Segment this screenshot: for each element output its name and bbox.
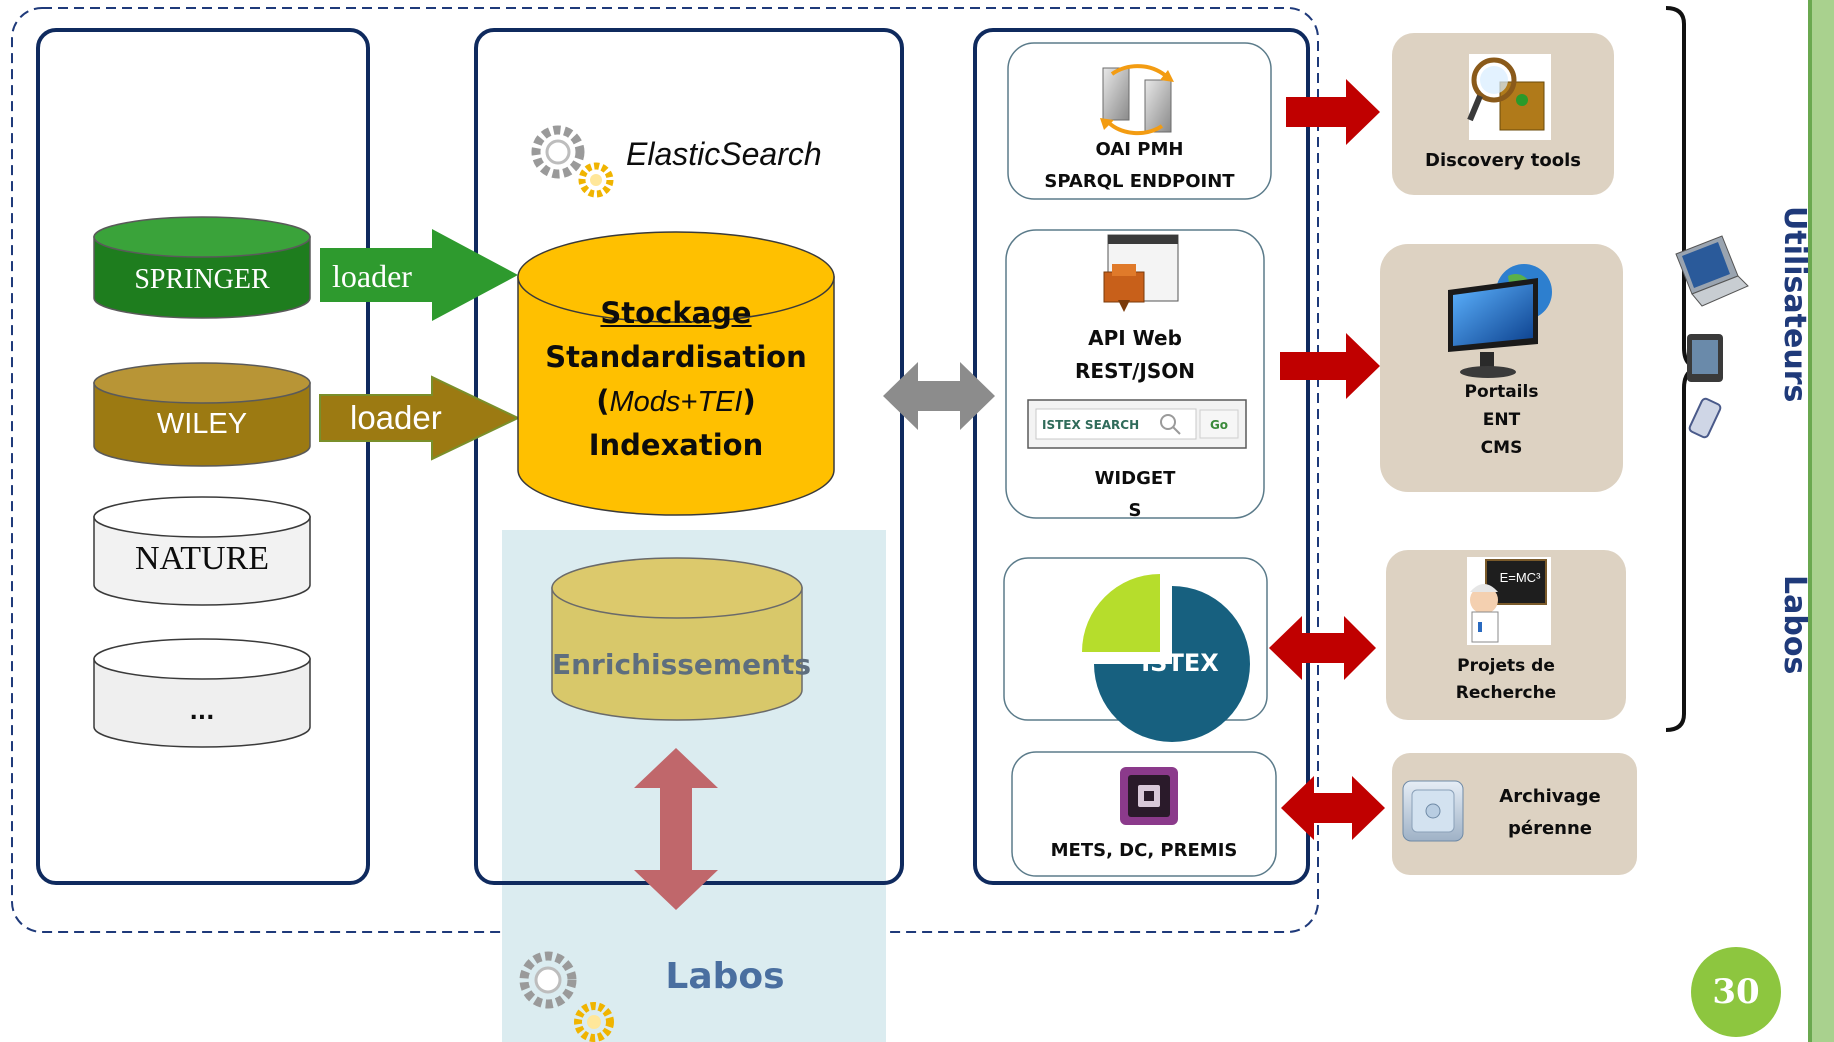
istex-projets-arrow [1269,616,1376,680]
standardisation-label: Standardisation [545,340,807,374]
wiley-cylinder [93,362,311,467]
core-services-arrow [883,362,995,430]
gears-icon [531,125,614,198]
oai-service-box [1007,42,1272,200]
api-web-label: API Web [1088,326,1182,350]
rest-json-label: REST/JSON [1075,359,1195,383]
labos-side-label: Labos [1777,575,1812,675]
servers-sync-icon [1100,64,1174,136]
sparql-label: SPARQL ENDPOINT [1044,171,1235,192]
utilisateurs-label: Utilisateurs [1777,206,1812,403]
perenne-label: pérenne [1507,818,1592,839]
laptop-icon [1675,235,1749,307]
projets-label: Projets de [1457,656,1555,676]
elasticsearch-label: ElasticSearch [626,136,822,172]
recherche-label: Recherche [1455,683,1557,703]
other-source-cylinder [93,638,311,748]
source-nature-label: NATURE [134,540,270,577]
source-springer-label: SPRINGER [134,264,270,295]
mets-label: METS, DC, PREMIS [1050,840,1238,861]
core-storage-cylinder [517,231,835,516]
source-other-label: ... [189,700,215,725]
cms-label: CMS [1480,438,1523,458]
source-wiley-label: WILEY [156,408,248,440]
portails-label: Portails [1464,382,1539,402]
springer-loader-label: loader [332,258,412,294]
archive-box-icon [1120,767,1178,825]
formula-label: E=MC³ [1499,570,1541,585]
nature-cylinder [93,496,311,606]
oai-label: OAI PMH [1095,139,1184,160]
scientist-blackboard-icon [1467,557,1551,645]
widgets-label-cont: S [1128,500,1142,521]
istex-label: ISTEX [1141,649,1219,677]
oai-discovery-arrow [1286,79,1380,145]
mets-archivage-arrow [1281,776,1385,840]
widget-search-bar [1027,399,1247,449]
istex-logo [1082,574,1250,742]
widget-go-button: Go [1209,418,1229,432]
indexation-label: Indexation [588,428,764,462]
page-number: 30 [1691,947,1781,1037]
formats-label: (Mods+TEI) [596,384,756,418]
springer-loader-arrow [320,229,518,321]
wiley-loader-label: loader [350,399,442,436]
discovery-label: Discovery tools [1425,150,1581,171]
browser-box-icon [1103,234,1179,312]
magnifier-tools-icon [1467,54,1551,140]
widgets-label: WIDGET [1094,468,1176,489]
enrichments-label: Enrichissements [552,648,812,681]
enrichment-exchange-arrow [634,748,718,910]
sources-frame [36,28,370,885]
api-portails-arrow [1280,333,1380,399]
safe-icon [1402,780,1464,842]
archivage-label: Archivage [1499,786,1601,807]
widget-search-text: ISTEX SEARCH [1042,418,1140,432]
labos-bottom-label: Labos [665,956,785,997]
phone-icon [1688,397,1722,439]
wiley-loader-arrow [319,375,521,461]
springer-cylinder [93,216,311,319]
enrichments-cylinder [551,557,803,721]
services-frame [973,28,1310,885]
storage-label: Stockage [600,296,752,330]
slide-edge-bar [1812,0,1834,1042]
labos-gears-icon [519,951,614,1042]
monitor-globe-icon [1448,264,1552,378]
system-boundary [11,7,1319,933]
ent-label: ENT [1482,410,1521,430]
tablet-icon [1687,334,1723,382]
